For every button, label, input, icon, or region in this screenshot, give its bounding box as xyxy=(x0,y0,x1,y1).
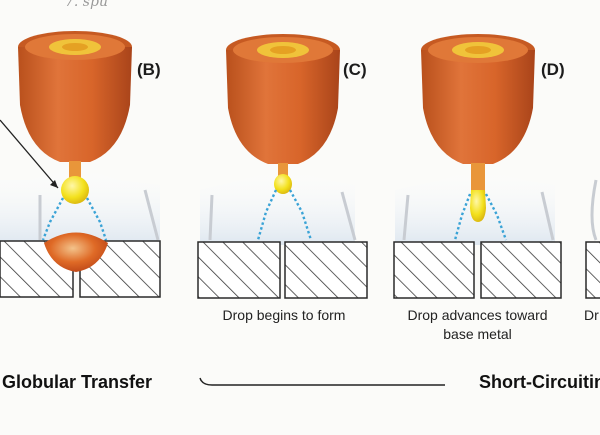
contact-tip-center xyxy=(62,43,88,51)
caption-c-line-1: Drop begins to form xyxy=(222,307,346,323)
caption-next-partial: Dr xyxy=(584,307,599,323)
panel-label-c: (C) xyxy=(343,60,367,79)
panel-d xyxy=(393,34,562,299)
panel-label-b: (B) xyxy=(137,60,161,79)
panel-b xyxy=(0,31,161,298)
arc-right xyxy=(484,193,508,241)
pointer-line xyxy=(0,119,59,189)
contact-tip-center xyxy=(465,46,491,54)
groove-shadow xyxy=(38,189,160,241)
panel-next-partial xyxy=(585,179,600,299)
panel-label-d: (D) xyxy=(541,60,565,79)
electrode-wire xyxy=(69,161,81,179)
electrode-wire xyxy=(471,163,485,191)
caption-c: Drop begins to form xyxy=(200,306,368,325)
arc-right xyxy=(288,189,313,241)
electrode-wire xyxy=(278,163,288,177)
groove-shadow xyxy=(402,191,555,241)
nozzle-body xyxy=(226,50,340,164)
shield-gas-glow xyxy=(200,168,355,245)
arc-left xyxy=(41,197,65,241)
panel-c xyxy=(197,34,368,299)
advancing-droplet xyxy=(470,190,486,222)
globular-droplet xyxy=(61,176,89,204)
section-divider-line xyxy=(199,377,445,386)
groove-shadow xyxy=(208,191,357,241)
base-plate-right xyxy=(284,241,368,299)
base-plate-partial xyxy=(585,241,600,299)
handwritten-note: 7. spu xyxy=(65,0,108,10)
weld-pool xyxy=(44,232,108,272)
caption-d: Drop advances toward base metal xyxy=(390,306,565,344)
pointer-arrowhead xyxy=(50,180,58,188)
base-plate-left xyxy=(393,241,475,299)
forming-droplet xyxy=(274,174,292,194)
groove-shadow xyxy=(590,179,598,241)
contact-tip-center xyxy=(270,46,296,54)
caption-d-line-2: base metal xyxy=(443,326,512,342)
nozzle-body xyxy=(18,47,132,162)
arc-right xyxy=(85,197,108,241)
section-title-short-circuiting: Short-Circuitin xyxy=(479,372,600,392)
nozzle-body xyxy=(421,50,535,164)
base-plate-right xyxy=(480,241,562,299)
caption-d-line-1: Drop advances toward xyxy=(407,307,548,323)
arc-left xyxy=(453,193,472,241)
section-title-globular: Globular Transfer xyxy=(2,372,153,392)
base-plate-left xyxy=(197,241,281,299)
